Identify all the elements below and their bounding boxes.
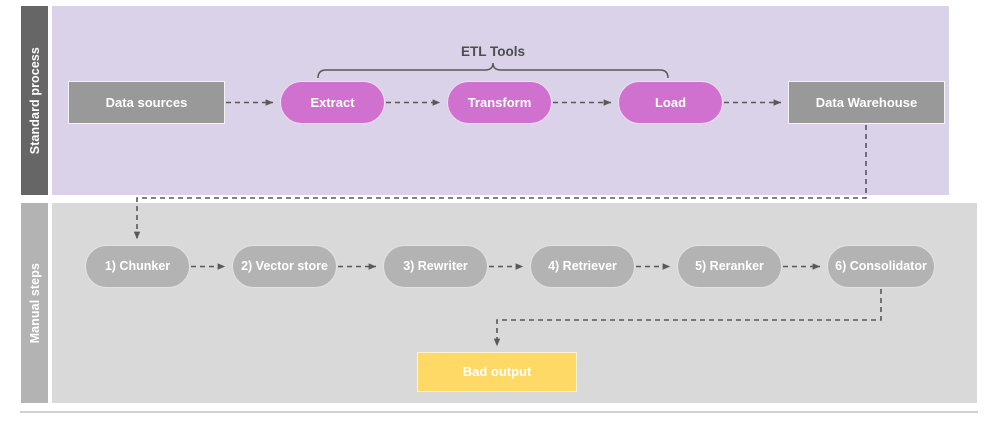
node-reranker[interactable]: 5) Reranker (677, 245, 782, 288)
node-transform[interactable]: Transform (447, 81, 552, 124)
node-label-data-sources: Data sources (105, 94, 188, 110)
node-label-extract: Extract (310, 94, 355, 110)
lane-label-manual-steps: Manual steps (27, 262, 42, 344)
node-rewriter[interactable]: 3) Rewriter (383, 245, 488, 288)
node-label-load: Load (654, 94, 687, 110)
node-label-consolidator: 6) Consolidator (835, 259, 927, 274)
node-bad-output[interactable]: Bad output (417, 352, 577, 392)
node-load[interactable]: Load (618, 81, 723, 124)
etl-tools-label: ETL Tools (461, 44, 525, 59)
node-label-chunker: 1) Chunker (104, 259, 171, 274)
node-vector-store[interactable]: 2) Vector store (232, 245, 337, 288)
lane-label-standard-process: Standard process (27, 46, 42, 155)
node-label-rewriter: 3) Rewriter (403, 259, 468, 274)
node-chunker[interactable]: 1) Chunker (85, 245, 190, 288)
node-label-transform: Transform (467, 94, 532, 110)
node-label-reranker: 5) Reranker (695, 259, 764, 274)
lane-header-standard-process: Standard process (20, 5, 49, 196)
node-label-bad-output: Bad output (462, 364, 532, 380)
bottom-divider (20, 411, 978, 413)
node-label-vector-store: 2) Vector store (241, 259, 328, 274)
node-consolidator[interactable]: 6) Consolidator (827, 245, 935, 288)
lane-header-manual-steps: Manual steps (20, 202, 49, 404)
node-retriever[interactable]: 4) Retriever (530, 245, 635, 288)
node-data-warehouse[interactable]: Data Warehouse (788, 81, 945, 124)
node-label-retriever: 4) Retriever (548, 259, 617, 274)
node-extract[interactable]: Extract (280, 81, 385, 124)
node-data-sources[interactable]: Data sources (68, 81, 225, 124)
node-label-data-warehouse: Data Warehouse (815, 94, 918, 110)
